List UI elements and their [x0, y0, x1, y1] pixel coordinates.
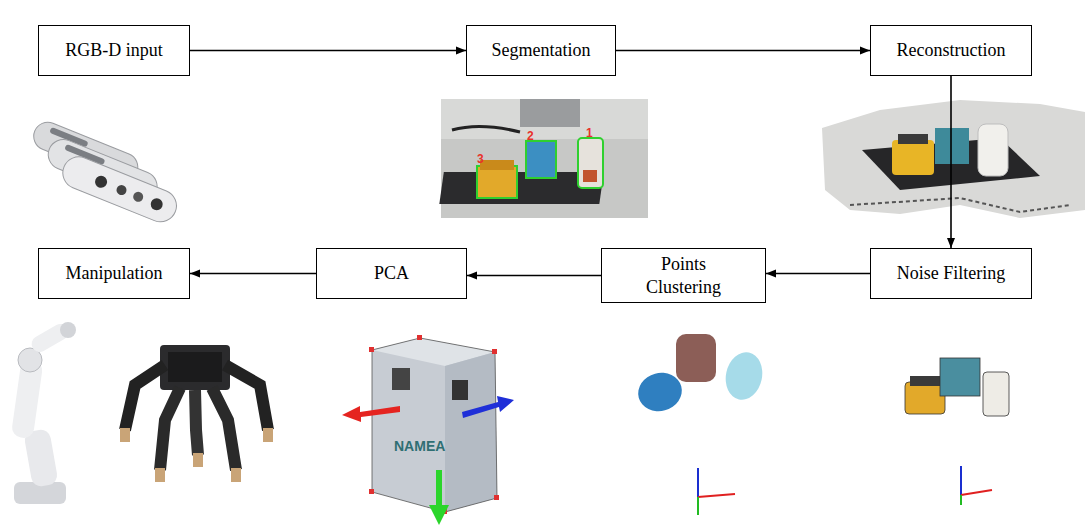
hexapod-robot-part — [193, 453, 203, 467]
camera-icon-part-part — [132, 190, 145, 203]
hexapod-robot-part — [195, 390, 198, 455]
process-box: RGB-D input — [38, 25, 190, 76]
filtered-objects-part — [960, 466, 962, 495]
box-label: Noise Filtering — [897, 262, 1006, 285]
pca-box — [342, 335, 514, 525]
flow-arrow — [616, 50, 870, 52]
pca-box-part — [392, 368, 410, 390]
robot-arm-part — [23, 428, 58, 488]
process-box: Points Clustering — [601, 248, 766, 303]
point-clusters — [634, 334, 767, 515]
box-label: RGB-D input — [65, 39, 163, 62]
segmentation-photo-part — [452, 126, 520, 132]
pca-box-part-part — [492, 349, 497, 354]
flow-arrow — [467, 275, 601, 277]
filtered-objects — [905, 358, 1009, 505]
process-box: PCA — [316, 248, 467, 299]
camera-icon — [30, 118, 182, 227]
pca-box-part — [342, 406, 400, 422]
process-box: Segmentation — [466, 25, 616, 76]
process-box: Noise Filtering — [870, 248, 1032, 299]
flow-arrow — [766, 273, 870, 275]
box-label: Manipulation — [66, 262, 163, 285]
point-clusters-part — [697, 468, 699, 497]
filtered-objects-part — [910, 376, 940, 386]
filtered-objects-part — [905, 382, 945, 414]
segmentation-photo — [439, 99, 648, 218]
hexapod-robot-part — [168, 352, 222, 382]
pca-box-part — [369, 335, 499, 514]
callout-number: 2 — [527, 129, 534, 143]
flow-arrow — [190, 273, 316, 275]
reconstruction-cloud-part — [822, 100, 1085, 218]
pca-box-part — [372, 338, 497, 512]
hexapod-robot-part — [155, 468, 165, 482]
robot-arm-part — [60, 322, 76, 338]
pca-box-part — [445, 352, 497, 512]
box-label: Segmentation — [492, 39, 591, 62]
camera-icon-part-part — [58, 152, 181, 227]
camera-icon-part-part — [115, 184, 128, 197]
camera-icon-part-part — [93, 174, 109, 190]
filtered-objects-part — [961, 490, 992, 495]
process-box: Manipulation — [38, 248, 190, 299]
segmentation-photo-part — [583, 170, 597, 182]
segmentation-photo-part — [477, 166, 517, 198]
pca-box-part-part — [369, 347, 374, 352]
filtered-objects-part — [983, 372, 1009, 416]
hexapod-robot-part — [120, 428, 130, 442]
camera-icon-part — [58, 152, 181, 227]
robot-arm — [11, 321, 76, 504]
box-label: Points Clustering — [624, 253, 744, 298]
reconstruction-cloud-part — [892, 140, 934, 175]
segmentation-photo-part — [520, 99, 580, 127]
segmentation-photo-part — [480, 160, 514, 170]
hexapod-robot-part — [212, 388, 236, 470]
callout-number: 1 — [586, 126, 593, 140]
pca-box-part — [429, 470, 449, 525]
reconstruction-cloud-part — [978, 124, 1008, 176]
pca-box-part-part — [417, 335, 422, 340]
hexapod-robot-part — [263, 428, 273, 442]
pca-box-part-part — [494, 495, 499, 500]
hexapod-robot — [120, 345, 273, 482]
callout-number: 3 — [477, 152, 484, 166]
process-box: Reconstruction — [870, 25, 1032, 76]
box-label: PCA — [374, 262, 409, 285]
reconstruction-cloud-part — [935, 128, 969, 164]
filtered-objects-part — [940, 358, 980, 396]
segmentation-photo-part — [441, 99, 648, 139]
point-clusters-part — [698, 494, 735, 497]
pca-box-part-part — [369, 489, 374, 494]
reconstruction-cloud-part — [850, 198, 1070, 212]
point-clusters-part — [721, 349, 766, 403]
pca-box-part — [372, 338, 497, 512]
flow-arrow — [190, 50, 466, 52]
reconstruction-cloud-part — [898, 134, 928, 144]
pca-box-part — [462, 396, 514, 418]
reconstruction-cloud — [822, 100, 1085, 218]
point-clusters-part — [697, 497, 699, 515]
hexapod-robot-part — [231, 468, 241, 482]
pca-box-part — [452, 380, 468, 400]
printed-text: NAMEA — [394, 438, 445, 454]
segmentation-photo-part — [526, 141, 556, 178]
camera-icon-part-part — [149, 196, 165, 212]
point-clusters-part — [676, 334, 716, 382]
flow-arrow — [950, 76, 952, 248]
box-label: Reconstruction — [897, 39, 1006, 62]
hexapod-robot-part — [160, 345, 230, 390]
segmentation-photo-part — [578, 138, 603, 188]
filtered-objects-part — [960, 495, 962, 505]
hexapod-robot-part — [160, 388, 180, 470]
